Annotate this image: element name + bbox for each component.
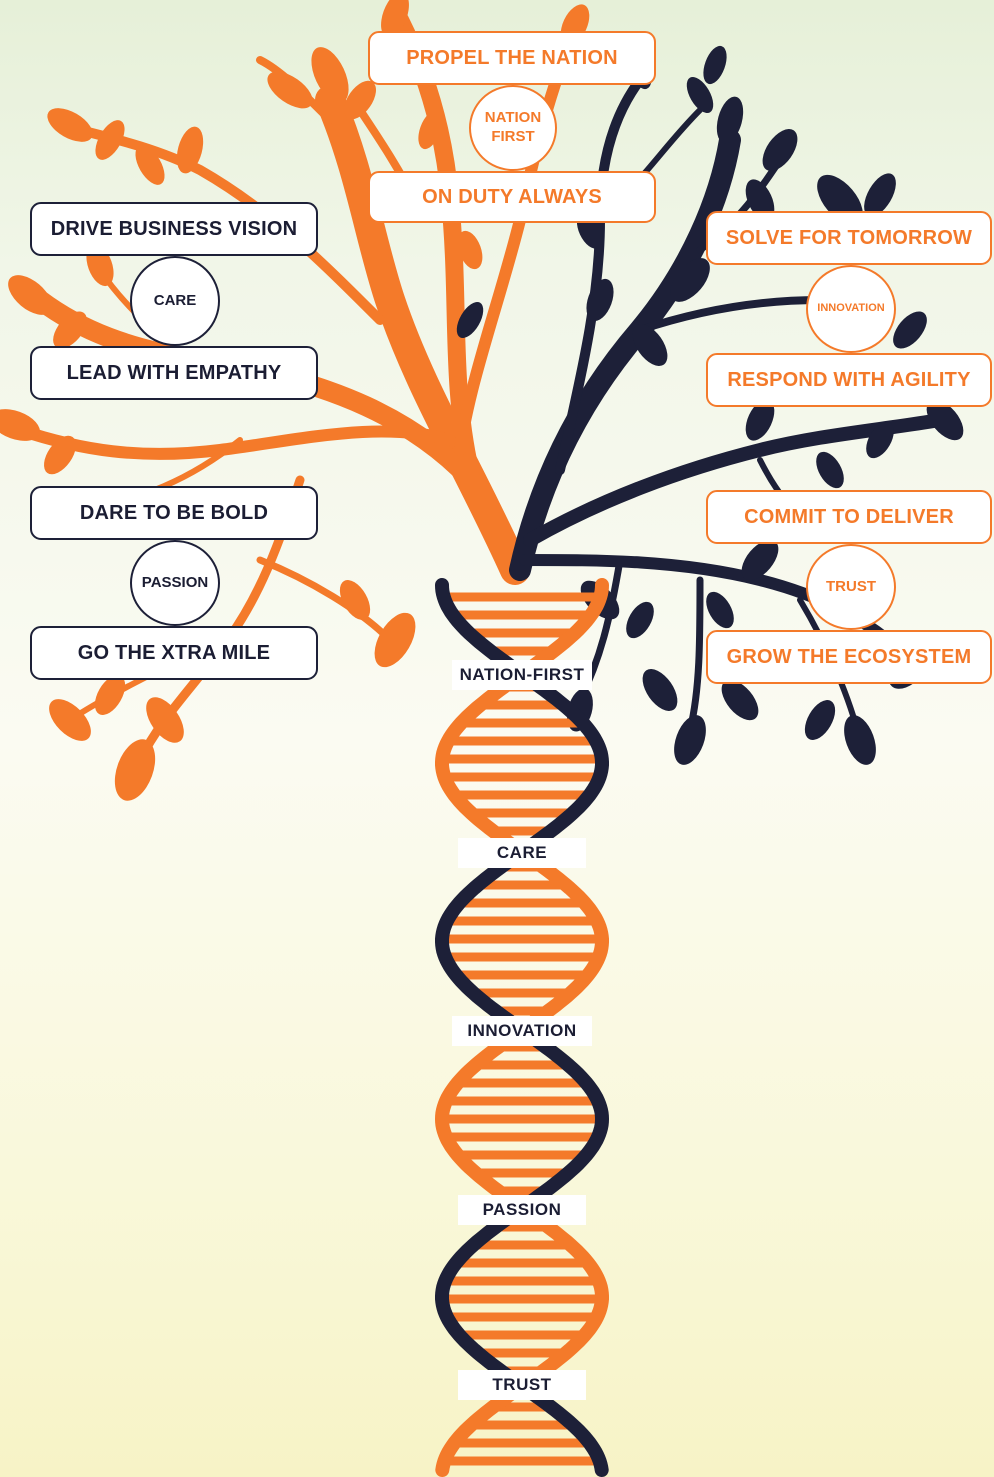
value-circle-nation-first: NATION FIRST: [469, 85, 557, 171]
value-circle-care: CARE: [130, 256, 220, 346]
value-pill-solve-for-tomorrow: SOLVE FOR TOMORROW: [706, 211, 992, 265]
helix-label-innovation: INNOVATION: [452, 1016, 592, 1046]
value-pill-respond-with-agility: RESPOND WITH AGILITY: [706, 353, 992, 407]
value-circle-trust: TRUST: [806, 544, 896, 630]
helix-label-trust: TRUST: [458, 1370, 586, 1400]
value-pill-go-the-xtra-mile: GO THE XTRA MILE: [30, 626, 318, 680]
helix-label-nation-first: NATION-FIRST: [452, 660, 592, 690]
value-pill-commit-to-deliver: COMMIT TO DELIVER: [706, 490, 992, 544]
value-pill-drive-business-vision: DRIVE BUSINESS VISION: [30, 202, 318, 256]
helix-label-passion: PASSION: [458, 1195, 586, 1225]
value-circle-innovation: INNOVATION: [806, 265, 896, 353]
value-pill-lead-with-empathy: LEAD WITH EMPATHY: [30, 346, 318, 400]
orange-leaves: [0, 0, 590, 801]
value-circle-passion: PASSION: [130, 540, 220, 626]
helix-label-care: CARE: [458, 838, 586, 868]
value-pill-grow-the-ecosystem: GROW THE ECOSYSTEM: [706, 630, 992, 684]
value-pill-on-duty-always: ON DUTY ALWAYS: [368, 171, 656, 223]
value-pill-dare-to-be-bold: DARE TO BE BOLD: [30, 486, 318, 540]
value-pill-propel-the-nation: PROPEL THE NATION: [368, 31, 656, 85]
